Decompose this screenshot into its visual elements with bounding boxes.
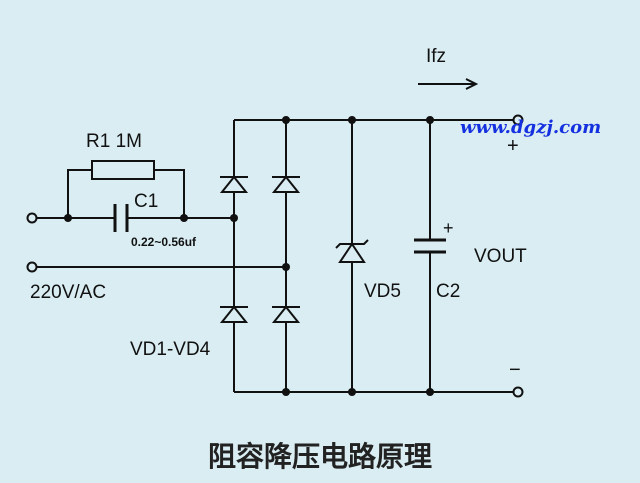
- r1-label: R1 1M: [86, 131, 142, 152]
- current-label: Ifz: [426, 46, 446, 67]
- diode-vd4: [271, 305, 301, 323]
- output-terminal-negative: [512, 386, 524, 398]
- input-voltage-label: 220V/AC: [30, 282, 106, 303]
- junction-dots: [64, 116, 434, 396]
- output-terminal-positive: [512, 114, 524, 126]
- terminals: [26, 114, 524, 398]
- diode-vd2: [271, 175, 301, 193]
- c2-polarity-label: +: [443, 218, 454, 238]
- r1-resistor: [91, 160, 155, 180]
- negative-label: −: [509, 359, 521, 381]
- c1-value-label: 0.22~0.56uf: [131, 235, 197, 249]
- input-terminal-1: [26, 212, 38, 224]
- bridge-diodes: [219, 175, 369, 323]
- diode-vd1: [219, 175, 249, 193]
- c2-capacitor: [414, 238, 446, 254]
- zener-vd5: [335, 239, 369, 263]
- c1-label: C1: [134, 191, 158, 212]
- diode-vd3: [219, 305, 249, 323]
- watermark: www.dgzj.com: [460, 117, 601, 138]
- diagram-title: 阻容降压电路原理: [208, 440, 432, 473]
- positive-label: +: [507, 135, 519, 157]
- input-terminal-2: [26, 261, 38, 273]
- vout-label: VOUT: [474, 246, 527, 267]
- bridge-label: VD1-VD4: [130, 339, 211, 360]
- c1-capacitor: [113, 204, 129, 232]
- zener-label: VD5: [364, 281, 401, 302]
- c2-label: C2: [436, 281, 460, 302]
